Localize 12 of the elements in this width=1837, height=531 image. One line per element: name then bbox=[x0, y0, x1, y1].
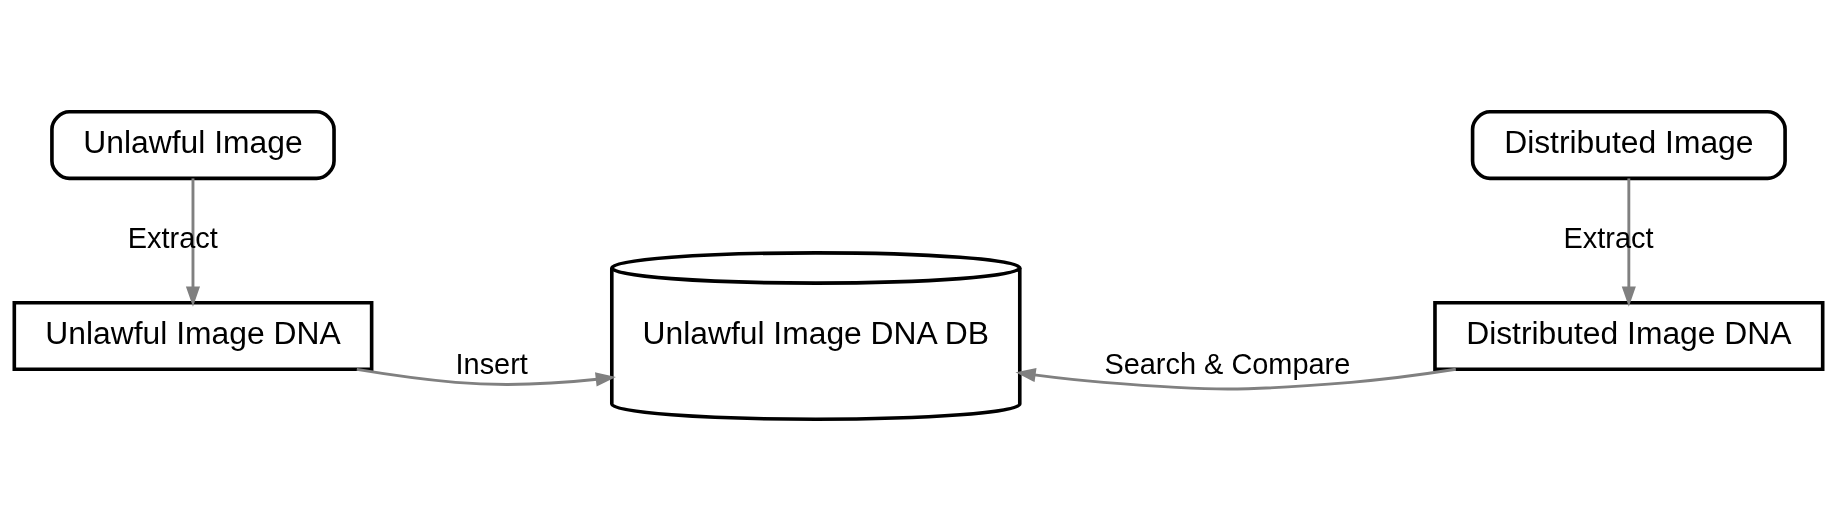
edge-label: Search & Compare bbox=[1104, 347, 1351, 380]
node-box: Distributed Image DNA bbox=[1433, 300, 1825, 372]
edge-label: Insert bbox=[455, 347, 528, 380]
arrow bbox=[1015, 367, 1457, 391]
node-box: Unlawful Image bbox=[50, 110, 336, 181]
node-box: Unlawful Image DNA bbox=[12, 300, 374, 372]
arrow bbox=[356, 367, 616, 387]
node-box: Distributed Image bbox=[1470, 110, 1787, 181]
arrow bbox=[1621, 178, 1636, 307]
arrow bbox=[185, 178, 201, 307]
edge-label: Extract bbox=[1563, 221, 1654, 254]
edge-label: Extract bbox=[127, 221, 218, 254]
